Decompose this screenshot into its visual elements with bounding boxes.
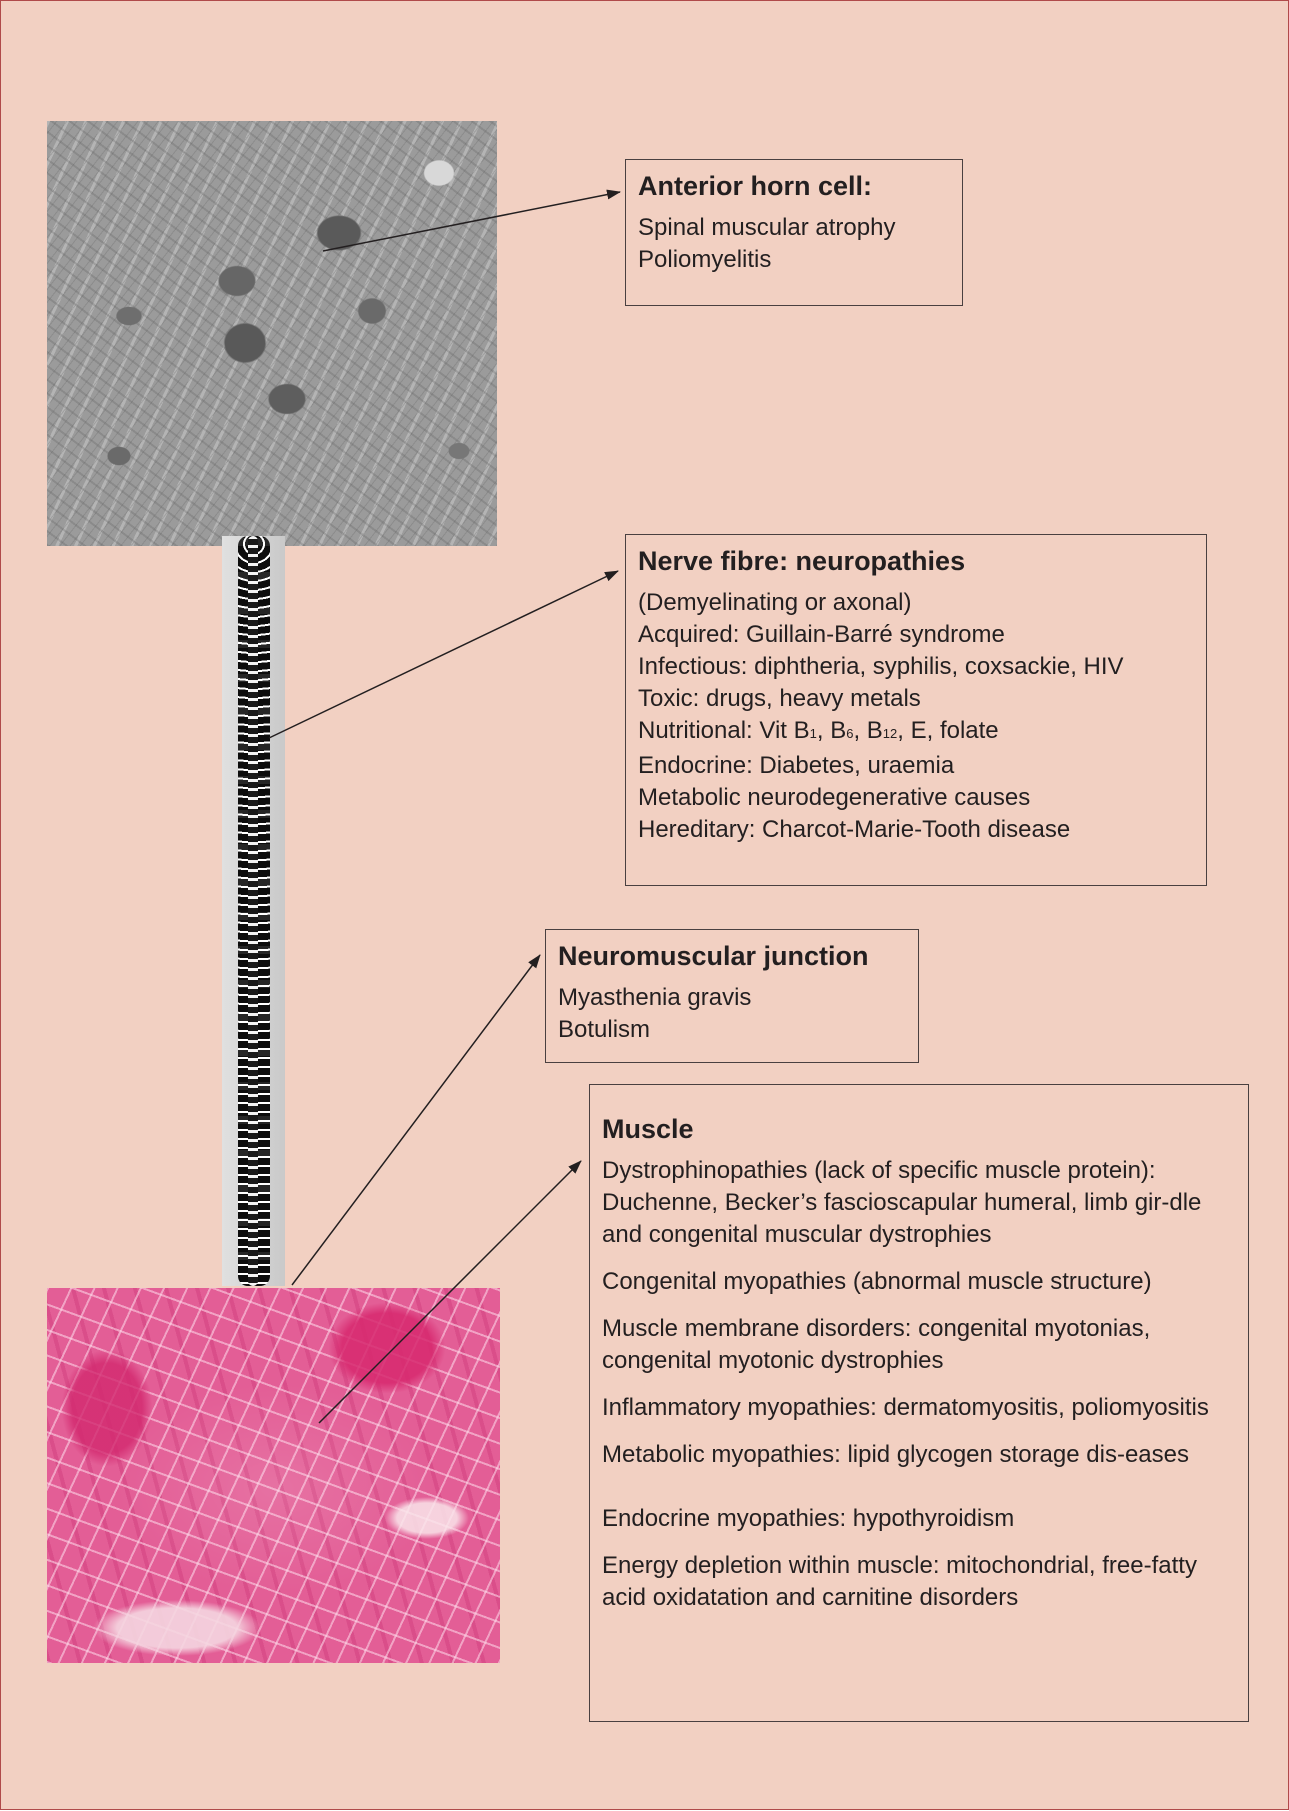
neuromuscular-item: Myasthenia gravis [558, 982, 905, 1014]
muscle-box: Muscle Dystrophinopathies (lack of speci… [589, 1084, 1249, 1722]
muscle-paragraph: Energy depletion within muscle: mitochon… [602, 1550, 1238, 1614]
muscle-paragraph: Metabolic myopathies: lipid glycogen sto… [602, 1439, 1238, 1471]
arrow-nerve-fibre [269, 571, 618, 738]
anterior-horn-item: Spinal muscular atrophy [638, 212, 949, 244]
muscle-paragraph: Dystrophinopathies (lack of specific mus… [602, 1155, 1238, 1251]
nerve-fibre-item: Endocrine: Diabetes, uraemia [638, 750, 1193, 782]
muscle-paragraph: Endocrine myopathies: hypothyroidism [602, 1503, 1238, 1535]
neuromuscular-title: Neuromuscular junction [558, 940, 905, 972]
nutritional-text: Nutritional: Vit B [638, 717, 810, 744]
axon-core [248, 536, 258, 1286]
nerve-fibre-item: Toxic: drugs, heavy metals [638, 683, 1193, 715]
nerve-fibre-item: Acquired: Guillain-Barré syndrome [638, 619, 1193, 651]
anterior-horn-box: Anterior horn cell: Spinal muscular atro… [625, 159, 963, 306]
nerve-fibre-item: Metabolic neurodegenerative causes [638, 782, 1193, 814]
nutritional-text: , B [817, 717, 846, 744]
nerve-fibre-item: Infectious: diphtheria, syphilis, coxsac… [638, 651, 1193, 683]
muscle-paragraph: Muscle membrane disorders: congenital my… [602, 1313, 1238, 1377]
muscle-paragraph: Congenital myopathies (abnormal muscle s… [602, 1266, 1238, 1298]
arrow-neuromuscular [292, 955, 540, 1285]
vitamin-subscript: 12 [883, 726, 897, 741]
nerve-fibre-micrograph [222, 536, 285, 1286]
nerve-fibre-nutritional-item: Nutritional: Vit B1, B6, B12, E, folate [638, 715, 1193, 750]
nutritional-text: , B [853, 717, 882, 744]
muscle-histology-image [47, 1288, 500, 1663]
nutritional-text: , E, folate [897, 717, 998, 744]
anterior-horn-item: Poliomyelitis [638, 244, 949, 276]
muscle-title: Muscle [602, 1113, 1238, 1145]
spinal-cord-micrograph [47, 121, 497, 546]
neuromuscular-item: Botulism [558, 1014, 905, 1046]
neuromuscular-junction-box: Neuromuscular junction Myasthenia gravis… [545, 929, 919, 1063]
nerve-fibre-box: Nerve fibre: neuropathies (Demyelinating… [625, 534, 1207, 886]
nerve-fibre-item: (Demyelinating or axonal) [638, 587, 1193, 619]
muscle-paragraph: Inflammatory myopathies: dermatomyositis… [602, 1392, 1238, 1424]
vitamin-subscript: 1 [810, 726, 817, 741]
nerve-fibre-title: Nerve fibre: neuropathies [638, 545, 1193, 577]
nerve-fibre-item: Hereditary: Charcot-Marie-Tooth disease [638, 814, 1193, 846]
anterior-horn-title: Anterior horn cell: [638, 170, 949, 202]
